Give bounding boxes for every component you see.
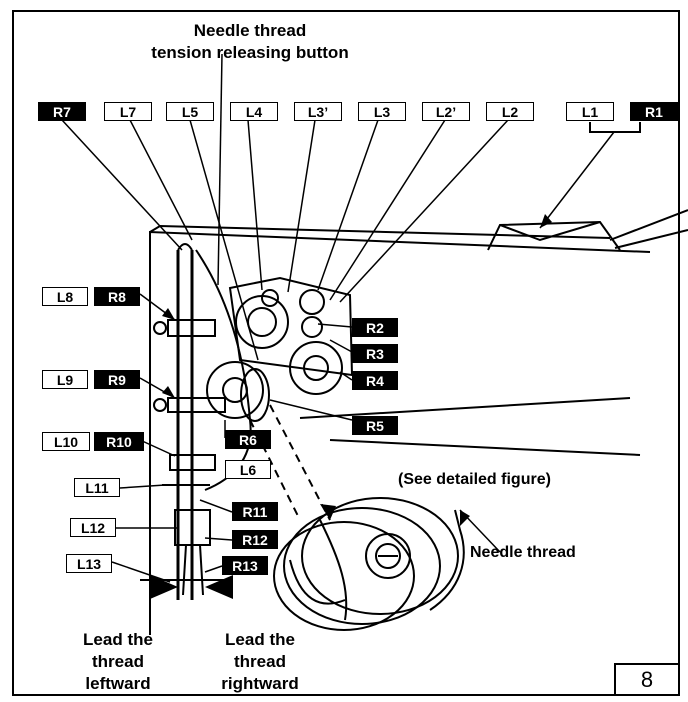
- lead-left-line-3: leftward: [85, 674, 151, 693]
- label-l6: L6: [225, 460, 271, 479]
- label-l7: L7: [104, 102, 152, 121]
- label-l8: L8: [42, 287, 88, 306]
- label-r12: R12: [232, 530, 278, 549]
- label-l4: L4: [230, 102, 278, 121]
- label-l9: L9: [42, 370, 88, 389]
- label-r13: R13: [222, 556, 268, 575]
- lead-rightward-caption: Lead the thread rightward: [200, 629, 320, 695]
- lead-leftward-caption: Lead the thread leftward: [58, 629, 178, 695]
- label-r5: R5: [352, 416, 398, 435]
- page-number: 8: [614, 663, 680, 696]
- tension-release-button-caption: Needle thread tension releasing button: [100, 20, 400, 64]
- label-r4: R4: [352, 371, 398, 390]
- label-l5: L5: [166, 102, 214, 121]
- label-l11: L11: [74, 478, 120, 497]
- label-l10: L10: [42, 432, 90, 451]
- label-r11: R11: [232, 502, 278, 521]
- title-line-2: tension releasing button: [151, 43, 349, 62]
- label-l13: L13: [66, 554, 112, 573]
- needle-thread-caption: Needle thread: [470, 544, 576, 561]
- label-r1: R1: [630, 102, 678, 121]
- lead-left-line-1: Lead the: [83, 630, 153, 649]
- label-l2-prime: L2’: [422, 102, 470, 121]
- label-r7: R7: [38, 102, 86, 121]
- label-r3: R3: [352, 344, 398, 363]
- label-l3-prime: L3’: [294, 102, 342, 121]
- label-l3: L3: [358, 102, 406, 121]
- label-r10: R10: [94, 432, 144, 451]
- label-r6: R6: [225, 430, 271, 449]
- label-l1: L1: [566, 102, 614, 121]
- title-line-1: Needle thread: [193, 21, 307, 40]
- detail-figure-caption: (See detailed figure): [398, 471, 551, 488]
- lead-right-line-1: Lead the: [225, 630, 295, 649]
- label-r8: R8: [94, 287, 140, 306]
- figure-frame: [12, 10, 680, 696]
- label-r9: R9: [94, 370, 140, 389]
- label-r2: R2: [352, 318, 398, 337]
- label-l12: L12: [70, 518, 116, 537]
- lead-right-line-3: rightward: [221, 674, 299, 693]
- lead-left-line-2: thread: [92, 652, 144, 671]
- lead-right-line-2: thread: [234, 652, 286, 671]
- label-l2: L2: [486, 102, 534, 121]
